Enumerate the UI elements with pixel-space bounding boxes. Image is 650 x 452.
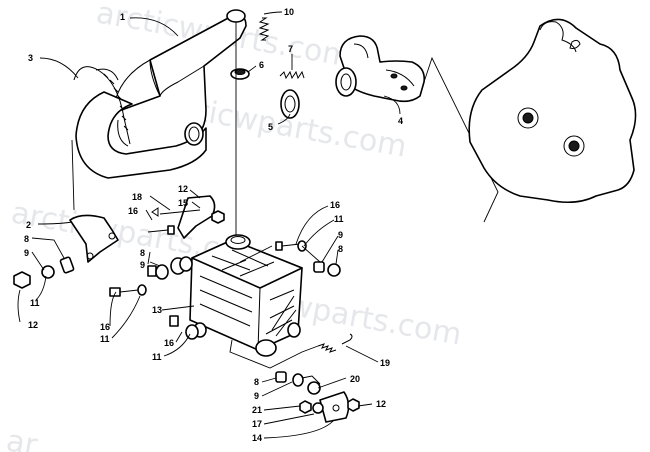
callout-8-left: 8 (24, 234, 29, 244)
callout-9-bottom: 9 (254, 391, 259, 401)
callout-11-bottom: 11 (152, 352, 162, 362)
callout-12-bottom: 12 (376, 399, 386, 409)
spring-3 (73, 66, 131, 145)
callout-17: 17 (252, 419, 262, 429)
engine-connection-line (423, 56, 499, 223)
callout-1: 1 (120, 12, 125, 22)
bolt-16-upper (147, 225, 175, 235)
spring-10 (258, 17, 270, 41)
callout-16-bottom: 16 (164, 338, 174, 348)
callout-10: 10 (284, 7, 294, 17)
left-hardware (13, 256, 75, 289)
callout-5: 5 (268, 122, 273, 132)
callout-16-left: 16 (100, 322, 110, 332)
callout-16-right: 16 (330, 200, 340, 210)
callout-11-right: 11 (334, 214, 344, 224)
watermark-text-bottom: ar (4, 423, 41, 452)
callout-9-right: 9 (338, 230, 343, 240)
muffler-left-hardware (147, 257, 186, 280)
callout-3: 3 (28, 53, 33, 63)
bolt-16-left (109, 284, 147, 297)
right-hardware (239, 240, 341, 277)
spring-7 (279, 70, 305, 80)
callout-8-bottom: 8 (254, 377, 259, 387)
engine-outline (468, 18, 637, 204)
callout-14: 14 (252, 433, 262, 443)
callout-8-right: 8 (338, 244, 343, 254)
callout-labels: 1 10 3 7 6 4 5 18 16 12 15 2 8 9 8 9 11 … (24, 7, 403, 443)
grommet-6 (230, 68, 250, 80)
bracket-2 (69, 214, 119, 263)
muffler-13 (179, 234, 303, 357)
exhaust-manifold (335, 35, 426, 103)
callout-8-mid: 8 (140, 248, 145, 258)
expansion-chamber (75, 9, 247, 179)
callout-12-left: 12 (28, 320, 38, 330)
gasket-5 (280, 89, 300, 119)
callout-16-upper: 16 (128, 206, 138, 216)
callout-11-lower: 11 (100, 334, 110, 344)
callout-4: 4 (398, 116, 403, 126)
callout-9-mid: 9 (140, 260, 145, 270)
hanger-bracket-15 (151, 195, 225, 239)
callout-2: 2 (26, 220, 31, 230)
callout-15: 15 (178, 198, 188, 208)
outlet-line (229, 339, 319, 369)
callout-12-upper: 12 (178, 184, 188, 194)
callout-leaders (17, 11, 401, 439)
callout-7: 7 (288, 44, 293, 54)
callout-18: 18 (132, 192, 142, 202)
callout-19: 19 (380, 358, 390, 368)
centerline-left (71, 139, 75, 211)
callout-11-left: 11 (30, 298, 40, 308)
callout-20: 20 (350, 374, 360, 384)
callout-13: 13 (152, 305, 162, 315)
bracket-14 (275, 371, 360, 423)
spring-19 (317, 333, 353, 353)
callout-6: 6 (259, 60, 264, 70)
callout-9-left: 9 (24, 248, 29, 258)
callout-21: 21 (252, 405, 262, 415)
